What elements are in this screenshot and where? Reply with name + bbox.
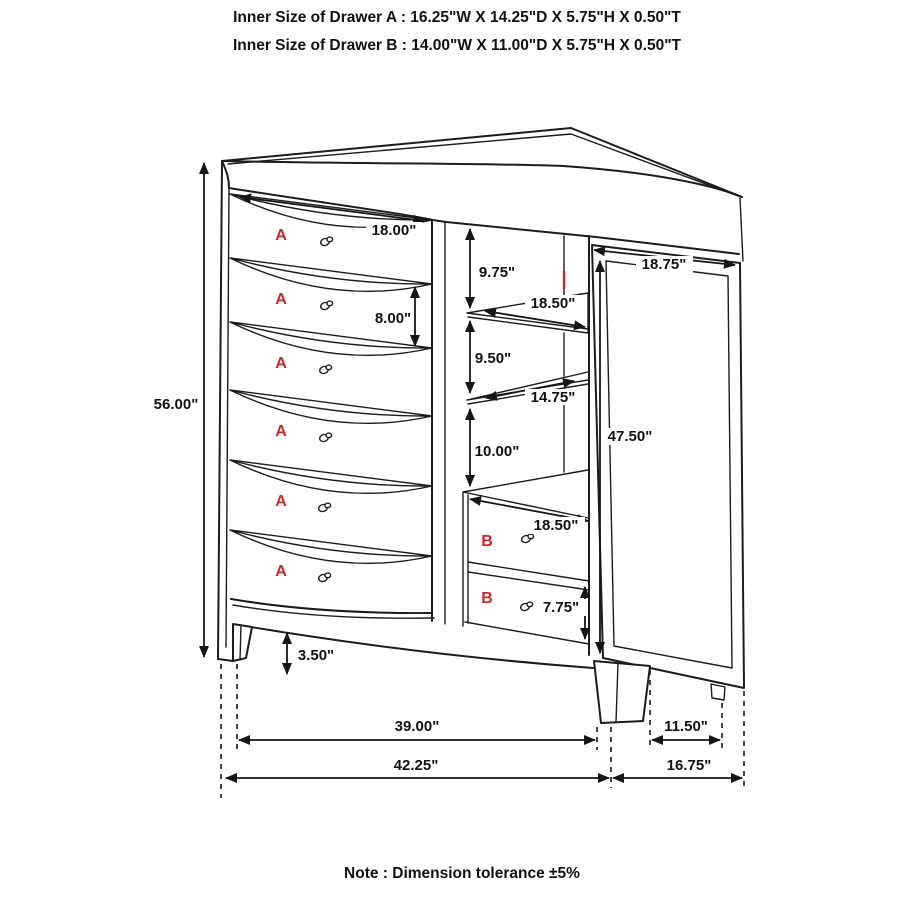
drawer-knob-icon (319, 300, 334, 312)
dim-shelf-top-width: 18.50" (531, 295, 576, 312)
drawer-b-letter: B (481, 590, 493, 607)
drawer-knob-icon (318, 432, 333, 444)
tolerance-note: Note : Dimension tolerance ±5% (344, 865, 580, 882)
dim-drawer-b-height: 7.75" (543, 599, 579, 616)
drawer-a-letter: A (275, 493, 287, 510)
dim-overall-height: 56.00" (154, 396, 199, 413)
drawer-knob-icon (520, 533, 535, 545)
dim-door-foot-span: 11.50" (664, 718, 708, 735)
drawer-knob-icon (317, 572, 332, 584)
dim-drawer-a-width: 18.00" (372, 222, 417, 239)
door-foot (710, 683, 726, 701)
header-drawer-b-size: Inner Size of Drawer B : 14.00"W X 11.00… (233, 37, 682, 54)
dim-drawer-b-width: 18.50" (534, 517, 579, 534)
dim-leg-height: 3.50" (298, 647, 334, 664)
drawer-b-letter: B (481, 533, 493, 550)
header-drawer-a-size: Inner Size of Drawer A : 16.25"W X 14.25… (233, 9, 681, 26)
drawer-a-letter: A (275, 423, 287, 440)
drawer-a-letter: A (275, 563, 287, 580)
cabinet-legs (232, 623, 651, 724)
dimension-lines (199, 162, 745, 798)
drawer-box-b: B B (462, 491, 590, 645)
drawer-stack-a: A A A A A A (229, 193, 433, 584)
cabinet-frame (217, 160, 594, 669)
drawer-knob-icon (318, 364, 333, 376)
dim-shelf-mid-width: 14.75" (531, 389, 576, 406)
dim-door-width: 18.75" (642, 256, 687, 273)
dim-door-base-span: 16.75" (667, 757, 712, 774)
cabinet-top-panel (221, 127, 744, 262)
drawer-a-letter: A (275, 291, 287, 308)
drawer-a-letter: A (275, 227, 287, 244)
dimension-labels: 56.00" 18.00" 8.00" 9.75" 18.50" 9.50" 1… (154, 222, 712, 774)
open-cabinet-door (591, 244, 745, 701)
dim-door-height: 47.50" (608, 428, 653, 445)
dim-opening-mid-gap: 9.50" (475, 350, 511, 367)
dim-opening-bottom-gap: 10.00" (475, 443, 520, 460)
dim-base-width: 42.25" (394, 757, 439, 774)
dim-opening-top-gap: 9.75" (479, 264, 515, 281)
drawer-knob-icon (519, 601, 534, 613)
drawer-knob-icon (317, 502, 332, 514)
dim-drawer-a-height: 8.00" (375, 310, 411, 327)
dim-cabinet-width: 39.00" (395, 718, 440, 735)
drawer-a-letter: A (275, 355, 287, 372)
drawer-knob-icon (319, 236, 334, 248)
